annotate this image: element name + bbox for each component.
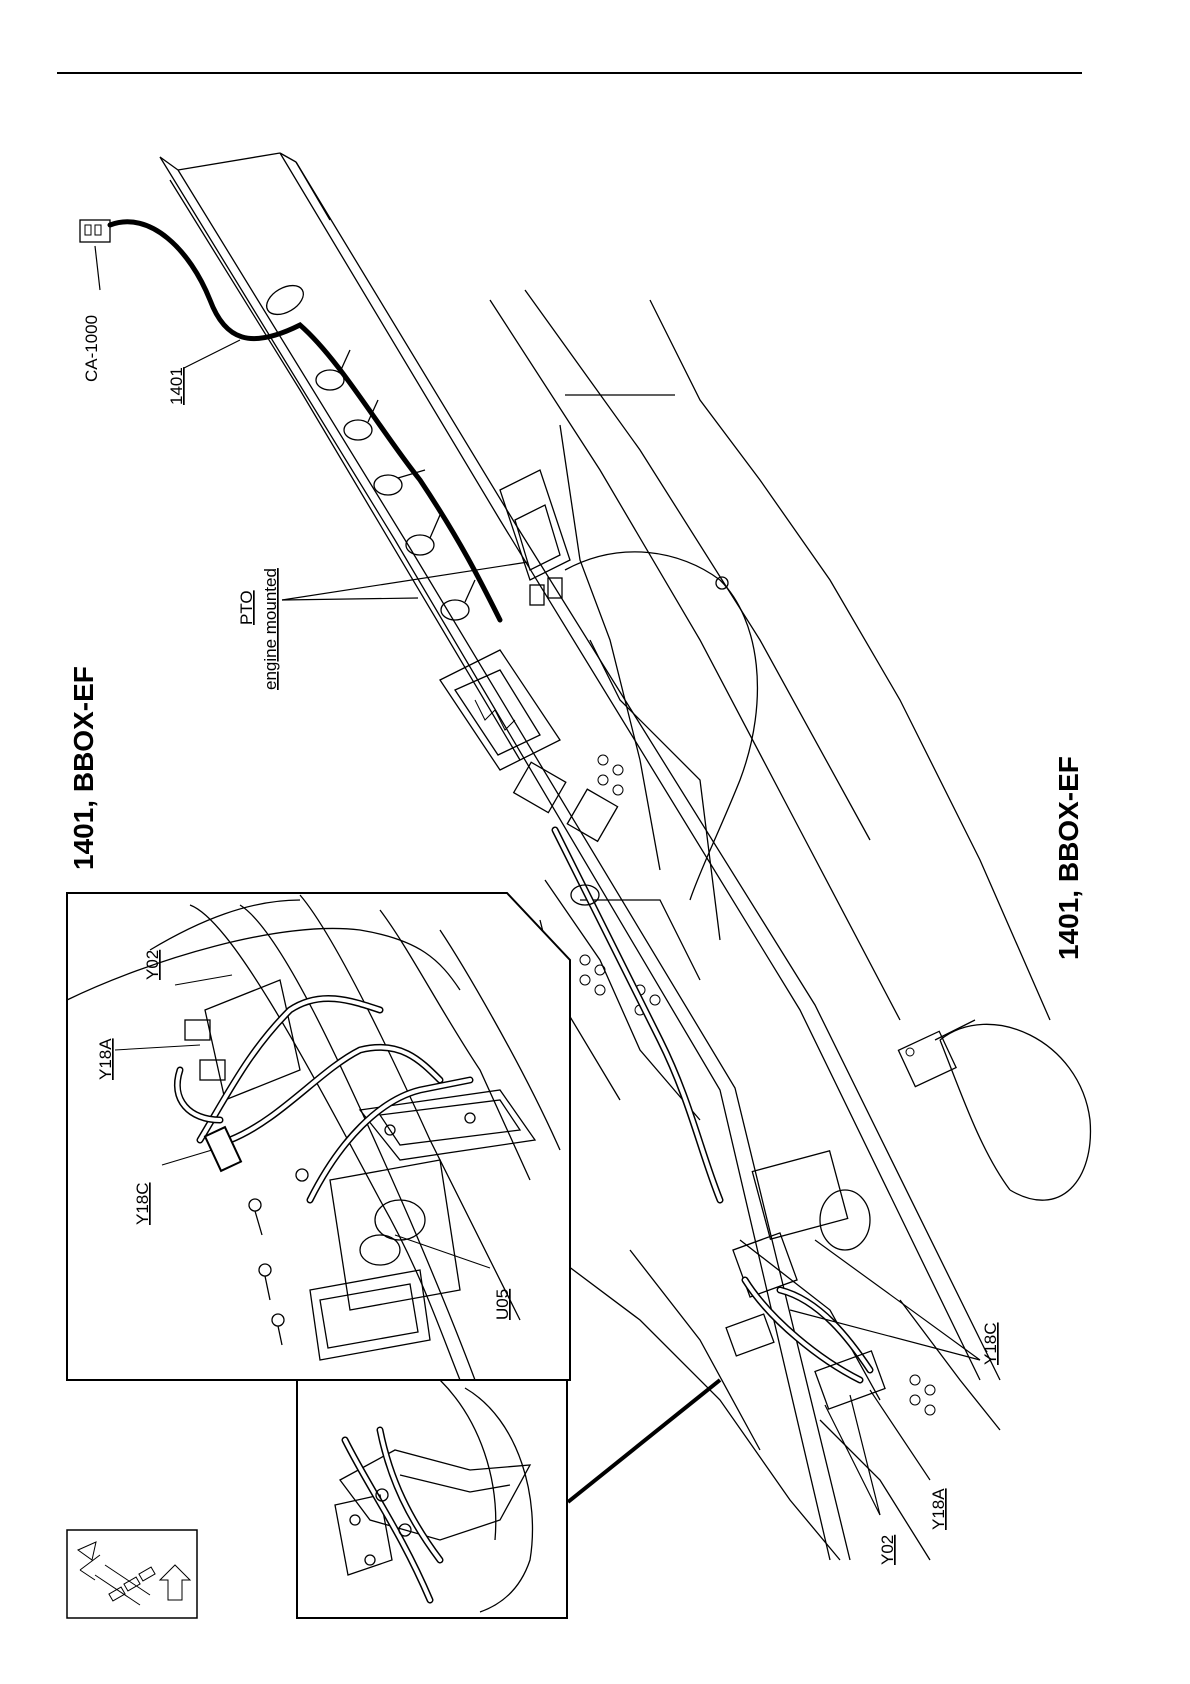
diagram-title-side: 1401, BBOX-EF (1053, 756, 1084, 960)
label-inset-y02: Y02 (143, 950, 162, 980)
label-ca1000: CA-1000 (82, 315, 101, 382)
label-y18c-main: Y18C (981, 1322, 1000, 1365)
label-pto: PTO (237, 590, 256, 625)
label-inset-y18a: Y18A (96, 1038, 115, 1080)
label-inset-y18c: Y18C (133, 1182, 152, 1225)
label-pto-engine-mounted: engine mounted (261, 568, 280, 690)
label-inset-u05: U05 (493, 1289, 512, 1320)
label-1401: 1401 (167, 367, 186, 405)
inset-detail-bracket (297, 1380, 567, 1618)
diagram-title: 1401, BBOX-EF (68, 666, 99, 870)
orientation-icon (67, 1530, 197, 1618)
label-y02-main: Y02 (878, 1535, 897, 1565)
label-y18a-main: Y18A (929, 1488, 948, 1530)
